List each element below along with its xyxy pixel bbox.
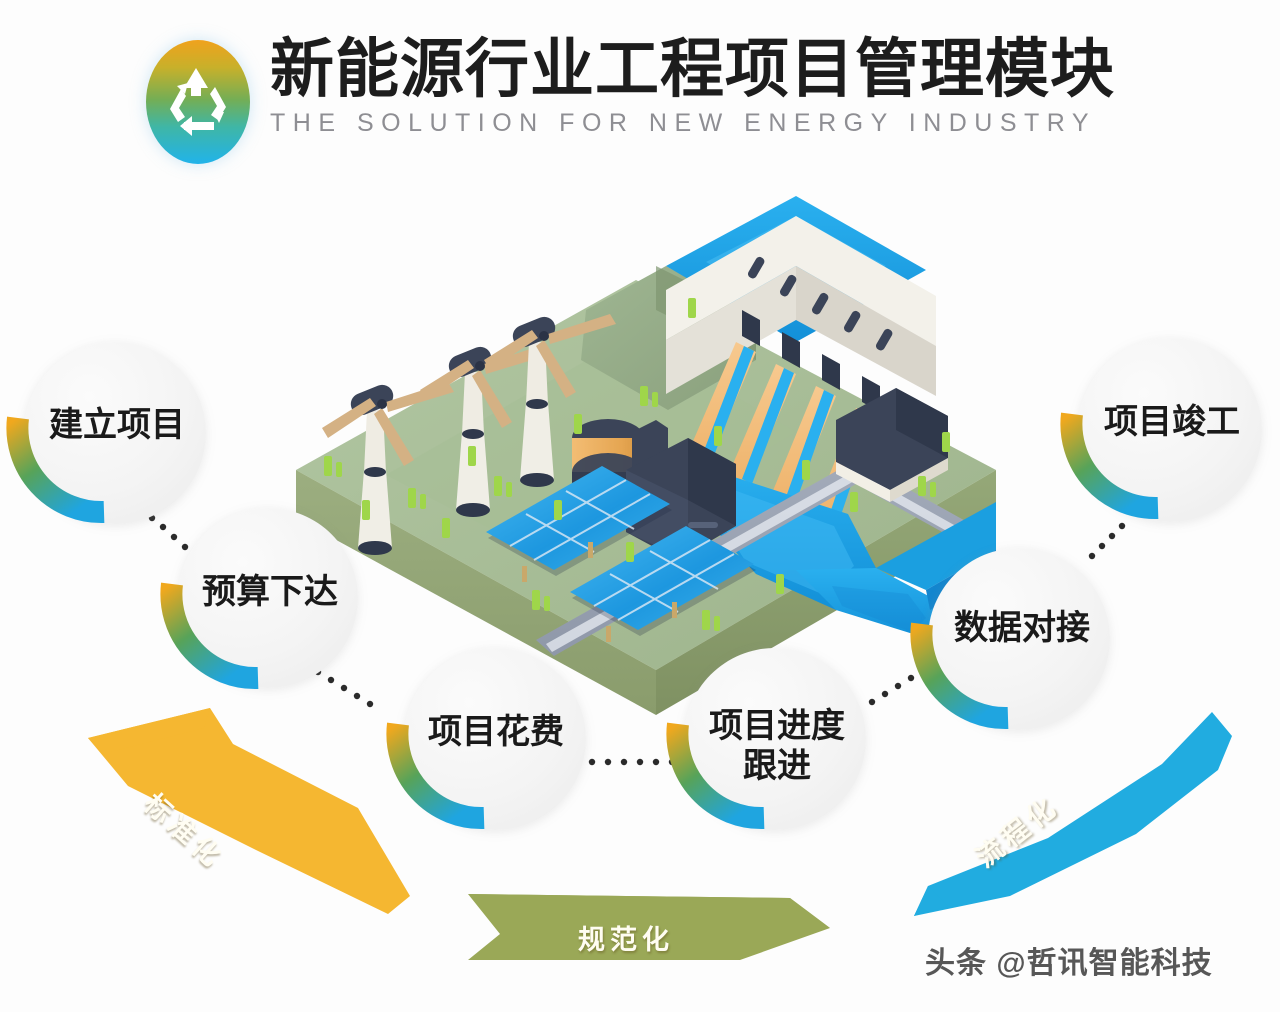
recycle-icon <box>146 40 250 164</box>
step-label-budget-release: 预算下达 <box>202 573 338 611</box>
wind-turbine <box>322 382 454 555</box>
banner-normalization[interactable] <box>440 862 860 972</box>
header-text-block: 新能源行业工程项目管理模块 THE SOLUTION FOR NEW ENERG… <box>270 34 1115 138</box>
page-title: 新能源行业工程项目管理模块 <box>270 33 1115 105</box>
wind-turbine <box>420 344 552 517</box>
step-label-data-integration: 数据对接 <box>954 609 1090 647</box>
grass-tufts <box>324 298 950 631</box>
step-label-progress-tracking: 项目进度 跟进 <box>709 707 845 786</box>
hydro-dam <box>666 216 936 522</box>
banner-standardization[interactable] <box>58 700 428 935</box>
wind-turbine <box>484 314 616 487</box>
solar-panel-array <box>486 466 756 642</box>
brand-logo <box>142 38 254 166</box>
page-subtitle: THE SOLUTION FOR NEW ENERGY INDUSTRY <box>270 108 1097 137</box>
step-label-establish-project: 建立项目 <box>49 406 185 444</box>
watermark: 头条 @哲讯智能科技 <box>925 947 1213 980</box>
step-label-project-cost: 项目花费 <box>428 713 564 751</box>
banner-label-normalization: 规范化 <box>578 925 674 955</box>
banner-process-oriented[interactable] <box>900 700 1240 935</box>
header: 新能源行业工程项目管理模块 THE SOLUTION FOR NEW ENERG… <box>142 34 1152 174</box>
road <box>536 460 996 656</box>
isometric-scene <box>236 170 1046 730</box>
step-label-project-completion: 项目竣工 <box>1104 403 1240 441</box>
